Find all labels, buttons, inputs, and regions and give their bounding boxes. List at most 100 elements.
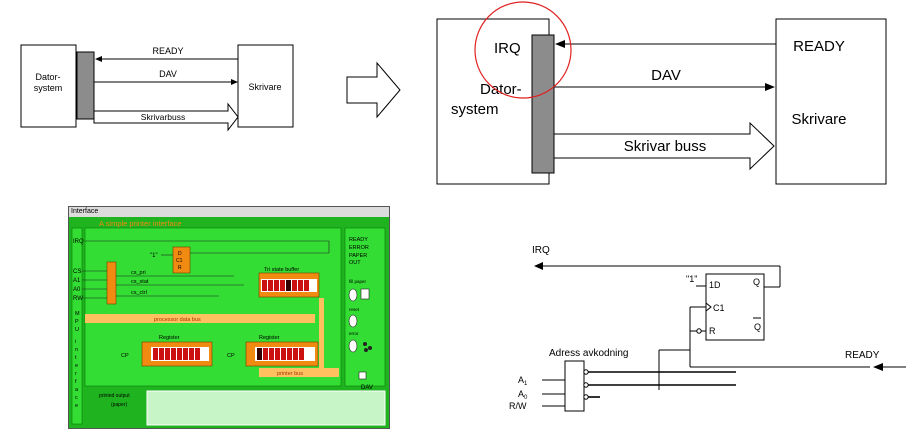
svg-text:D: D	[178, 251, 182, 257]
large-block-diagram: IRQ Dator- system READY Skrivare DAV Skr…	[436, 1, 887, 185]
sim-paper-out: PAPER	[349, 253, 367, 259]
logic-r-label: R	[709, 326, 716, 336]
logic-a0-label: A0	[518, 389, 528, 401]
svg-text:M: M	[75, 311, 80, 317]
sim-rw: RW	[73, 296, 83, 302]
logic-ready-label: READY	[845, 350, 880, 361]
sim-heading: A simple printer interface	[99, 219, 182, 228]
large-dav-label: DAV	[651, 67, 681, 84]
svg-text:f: f	[75, 379, 77, 385]
svg-text:e: e	[75, 363, 78, 369]
small-bus-label: Skrivarbuss	[141, 112, 185, 122]
sim-decoder	[106, 261, 117, 305]
logic-flipflop	[705, 273, 765, 341]
large-computer-label-2: system	[451, 101, 499, 118]
sim-dav-led	[358, 371, 367, 380]
small-computer-label-2: system	[34, 83, 63, 93]
sim-processor-bus	[85, 314, 315, 323]
small-printer-label: Skrivare	[248, 82, 281, 92]
sim-a0: A0	[73, 287, 81, 293]
large-dav-arrow	[765, 83, 775, 91]
large-printer-ready: READY	[793, 38, 845, 55]
sim-error: ERROR	[349, 245, 369, 251]
sim-reset: reset	[349, 307, 360, 312]
sim-vertical-text: MPU int erf ace	[75, 311, 80, 409]
sim-reset-knob[interactable]	[348, 314, 358, 328]
logic-ready-arrow	[873, 363, 883, 371]
sim-paper-area	[146, 390, 386, 426]
sim-cs-stat: cs_stat	[131, 279, 149, 285]
small-ready-label: READY	[152, 46, 183, 56]
sim-left-panel	[71, 227, 83, 425]
simulator-canvas: A simple printer interface IRQ CS A1 A0 …	[71, 219, 386, 426]
logic-q-label: Q	[753, 277, 760, 287]
sim-fill-paper-knob[interactable]	[348, 288, 358, 302]
sim-error-switch-label: error	[349, 331, 359, 336]
sim-cs-ctrl: cs_ctrl	[131, 290, 147, 296]
small-interface-bar	[76, 51, 95, 120]
svg-text:c: c	[75, 395, 78, 401]
large-bus-label: Skrivar buss	[624, 138, 707, 155]
logic-decoder-label: Adress avkodning	[549, 348, 629, 359]
sim-cs: CS	[73, 269, 81, 275]
sim-printer-bus-label: printer bus	[277, 371, 303, 377]
sim-register-1-label: Register	[159, 335, 180, 341]
large-printer-box	[775, 18, 887, 185]
large-bus-arrow	[553, 121, 775, 171]
small-bus-arrow	[93, 102, 239, 132]
svg-text:P: P	[75, 319, 79, 325]
logic-qbar-label: Q	[754, 322, 761, 332]
sim-processor-bus-label: processor data bus	[154, 317, 201, 323]
logic-rw-label: R/W	[509, 401, 527, 411]
logic-d1-label: 1D	[709, 280, 721, 290]
svg-text:i: i	[75, 339, 76, 345]
sim-cs-pri: cs_pri	[131, 270, 146, 276]
logic-c1-label: C1	[713, 303, 725, 313]
simulator-titlebar: Interface	[69, 207, 389, 217]
sim-fill-paper: fill paper	[349, 279, 367, 284]
sim-dav: DAV	[361, 385, 373, 391]
sim-a1: A1	[73, 278, 81, 284]
sim-right-panel	[344, 227, 386, 387]
transition-arrow-shape	[346, 61, 401, 119]
sim-error-knob[interactable]	[348, 339, 358, 353]
sim-tristate-label: Tri state buffer	[264, 267, 299, 273]
logic-a1-label: A1	[518, 375, 528, 387]
small-dav-arrow	[231, 79, 238, 85]
sim-flipflop	[172, 246, 191, 274]
svg-text:n: n	[75, 347, 78, 353]
small-dav-label: DAV	[159, 69, 177, 79]
logic-irq-label: IRQ	[532, 245, 550, 256]
logic-one-label: "1"	[686, 274, 697, 284]
large-printer-label: Skrivare	[791, 111, 846, 128]
svg-text:r: r	[75, 371, 77, 377]
large-irq-label: IRQ	[494, 40, 521, 57]
sim-irq: IRQ	[73, 239, 84, 245]
logic-irq-arrow	[534, 262, 543, 270]
sim-printed-output: printed output	[99, 393, 130, 399]
large-computer-label-1: Dator-	[480, 81, 522, 98]
large-interface-bar	[531, 34, 555, 174]
sim-printer-bus	[259, 368, 339, 377]
small-block-diagram: Dator- system Skrivare READY DAV Skrivar…	[20, 44, 294, 132]
sim-ready: READY	[349, 237, 368, 243]
small-computer-label-1: Dator-	[35, 72, 60, 82]
small-computer-box	[20, 44, 77, 128]
irq-highlight-circle	[474, 1, 572, 99]
logic-schematic: IRQ "1" 1D C1 R Q Q READY Adress avkodni…	[509, 245, 906, 412]
sim-register-2-label: Register	[259, 335, 280, 341]
small-ready-arrow	[95, 56, 102, 62]
sim-cp-2: CP	[227, 353, 235, 359]
svg-text:R: R	[178, 265, 182, 271]
svg-text:e: e	[75, 403, 78, 409]
svg-text:a: a	[75, 387, 79, 393]
svg-text:(paper): (paper)	[111, 402, 127, 408]
svg-text:U: U	[75, 327, 79, 333]
svg-text:C1: C1	[176, 258, 183, 264]
large-computer-box	[436, 18, 550, 185]
svg-text:OUT: OUT	[349, 260, 361, 266]
sim-one-label: "1"	[150, 253, 158, 259]
svg-text:t: t	[75, 355, 77, 361]
small-printer-box	[237, 44, 294, 128]
logic-decoder	[564, 360, 585, 412]
